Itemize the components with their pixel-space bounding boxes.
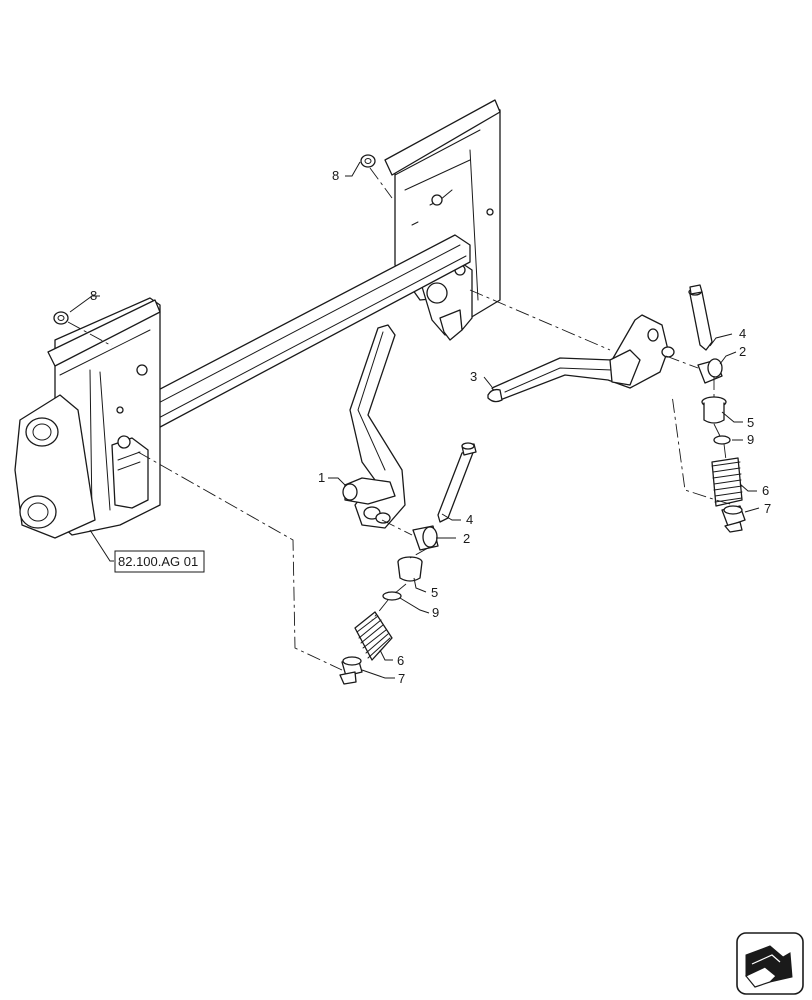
pin-part-4-right — [688, 284, 713, 351]
bushing-part-2-right — [697, 358, 723, 384]
callout-5-right: 5 — [747, 415, 754, 430]
callout-2-right: 2 — [739, 344, 746, 359]
callout-7-right: 7 — [764, 501, 771, 516]
reference-box-label[interactable]: 82.100.AG 01 — [118, 554, 198, 569]
callout-7-center: 7 — [398, 671, 405, 686]
reference-link-box[interactable]: 82.100.AG 01 — [114, 550, 205, 573]
lever-part-1 — [342, 324, 406, 529]
callout-8-left: 8 — [90, 288, 97, 303]
leader-lines — [69, 161, 760, 679]
callout-6-center: 6 — [397, 653, 404, 668]
spring-part-6-right — [711, 457, 743, 507]
sleeve-part-5-right — [701, 396, 727, 424]
nut-part-7-right — [721, 505, 746, 533]
pin-part-4-center — [437, 442, 477, 523]
sleeve-part-5-center — [397, 556, 423, 582]
callout-9-right: 9 — [747, 432, 754, 447]
bushing-part-2-center — [412, 525, 439, 551]
callout-8-top: 8 — [332, 168, 339, 183]
assembly-centerlines — [67, 167, 731, 671]
washer-part-9-center — [382, 591, 402, 601]
callout-4-center: 4 — [466, 512, 473, 527]
nut-part-7-center — [339, 656, 363, 685]
spring-part-6-center — [354, 611, 393, 661]
callout-4-right: 4 — [739, 326, 746, 341]
lever-part-3 — [487, 314, 675, 403]
washer-part-9-right — [713, 435, 731, 445]
callout-9-center: 9 — [432, 605, 439, 620]
next-page-arrow-icon[interactable] — [736, 932, 804, 995]
reference-box-frame[interactable] — [114, 550, 205, 573]
callout-3: 3 — [470, 369, 477, 384]
washer-part-8-top — [360, 154, 376, 168]
washer-part-8-left — [53, 311, 69, 325]
callout-2-center: 2 — [463, 531, 470, 546]
callout-labels: 8 8 1 3 4 2 5 9 6 7 4 2 5 9 6 7 — [90, 168, 771, 686]
coupler-frame — [14, 99, 501, 539]
callout-1: 1 — [318, 470, 325, 485]
callout-6-right: 6 — [762, 483, 769, 498]
callout-5-center: 5 — [431, 585, 438, 600]
